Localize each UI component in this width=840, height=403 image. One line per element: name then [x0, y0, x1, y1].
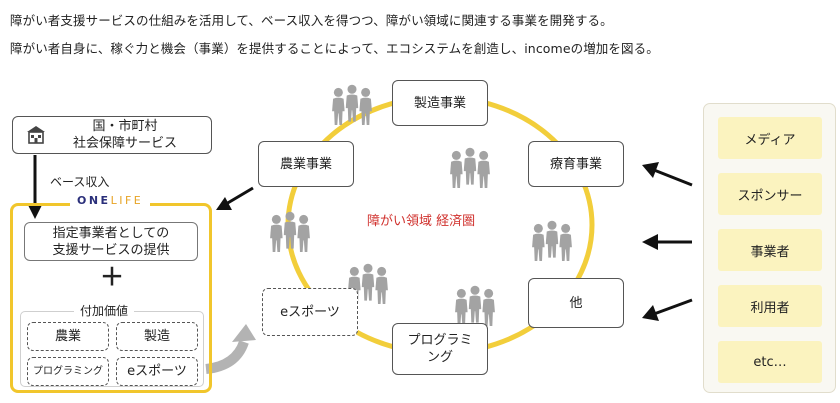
arrow-to-esports-head: [232, 324, 256, 342]
school-icon: [26, 125, 46, 145]
stakeholder-user: 利用者: [718, 285, 822, 327]
arrow-base-income: [27, 203, 43, 219]
added-value-label: 付加価値: [74, 302, 135, 319]
intro-line-1: 障がい者支援サービスの仕組みを活用して、ベース収入を得つつ、障がい領域に関連する…: [10, 13, 613, 28]
people-icon: [455, 286, 495, 326]
arrow-user: [642, 305, 659, 321]
people-icon: [450, 148, 490, 188]
gov-line-2: 社会保障サービス: [72, 136, 177, 151]
gov-line-1: 国・市町村: [92, 119, 158, 134]
base-income-label: ベース収入: [50, 175, 110, 189]
node-programming: プログラミング: [392, 323, 488, 375]
stakeholder-etc: etc…: [718, 341, 822, 383]
people-icon: [532, 221, 572, 261]
service-line-2: 支援サービスの提供: [52, 242, 170, 258]
arrow-business: [642, 234, 658, 250]
value-manufacturing: 製造: [116, 322, 198, 351]
node-esports: eスポーツ: [262, 288, 358, 336]
gov-service-box: 国・市町村 社会保障サービス: [12, 116, 212, 154]
node-manufacturing: 製造事業: [392, 80, 488, 126]
arrow-agri-to-onelife: [216, 197, 232, 210]
node-agriculture: 農業事業: [258, 141, 354, 187]
stakeholder-sponsor: スポンサー: [718, 173, 822, 215]
arrow-media: [642, 162, 659, 178]
value-agriculture: 農業: [27, 322, 109, 351]
support-service-box: 指定事業者としての 支援サービスの提供: [24, 222, 198, 261]
intro-line-2: 障がい者自身に、稼ぐ力と機会（事業）を提供することによって、エコシステムを創造し…: [10, 41, 659, 56]
onelife-logo: ONELIFE: [70, 194, 151, 207]
service-line-1: 指定事業者としての: [52, 225, 170, 241]
plus-sign: ＋: [100, 263, 124, 291]
value-programming: プログラミング: [27, 357, 109, 386]
node-other: 他: [528, 278, 624, 328]
stakeholder-business: 事業者: [718, 229, 822, 271]
node-therapy: 療育事業: [528, 141, 624, 187]
stakeholder-media: メディア: [718, 117, 822, 159]
value-esports: eスポーツ: [116, 357, 198, 386]
economy-zone-label: 障がい領域 経済圏: [367, 214, 476, 229]
